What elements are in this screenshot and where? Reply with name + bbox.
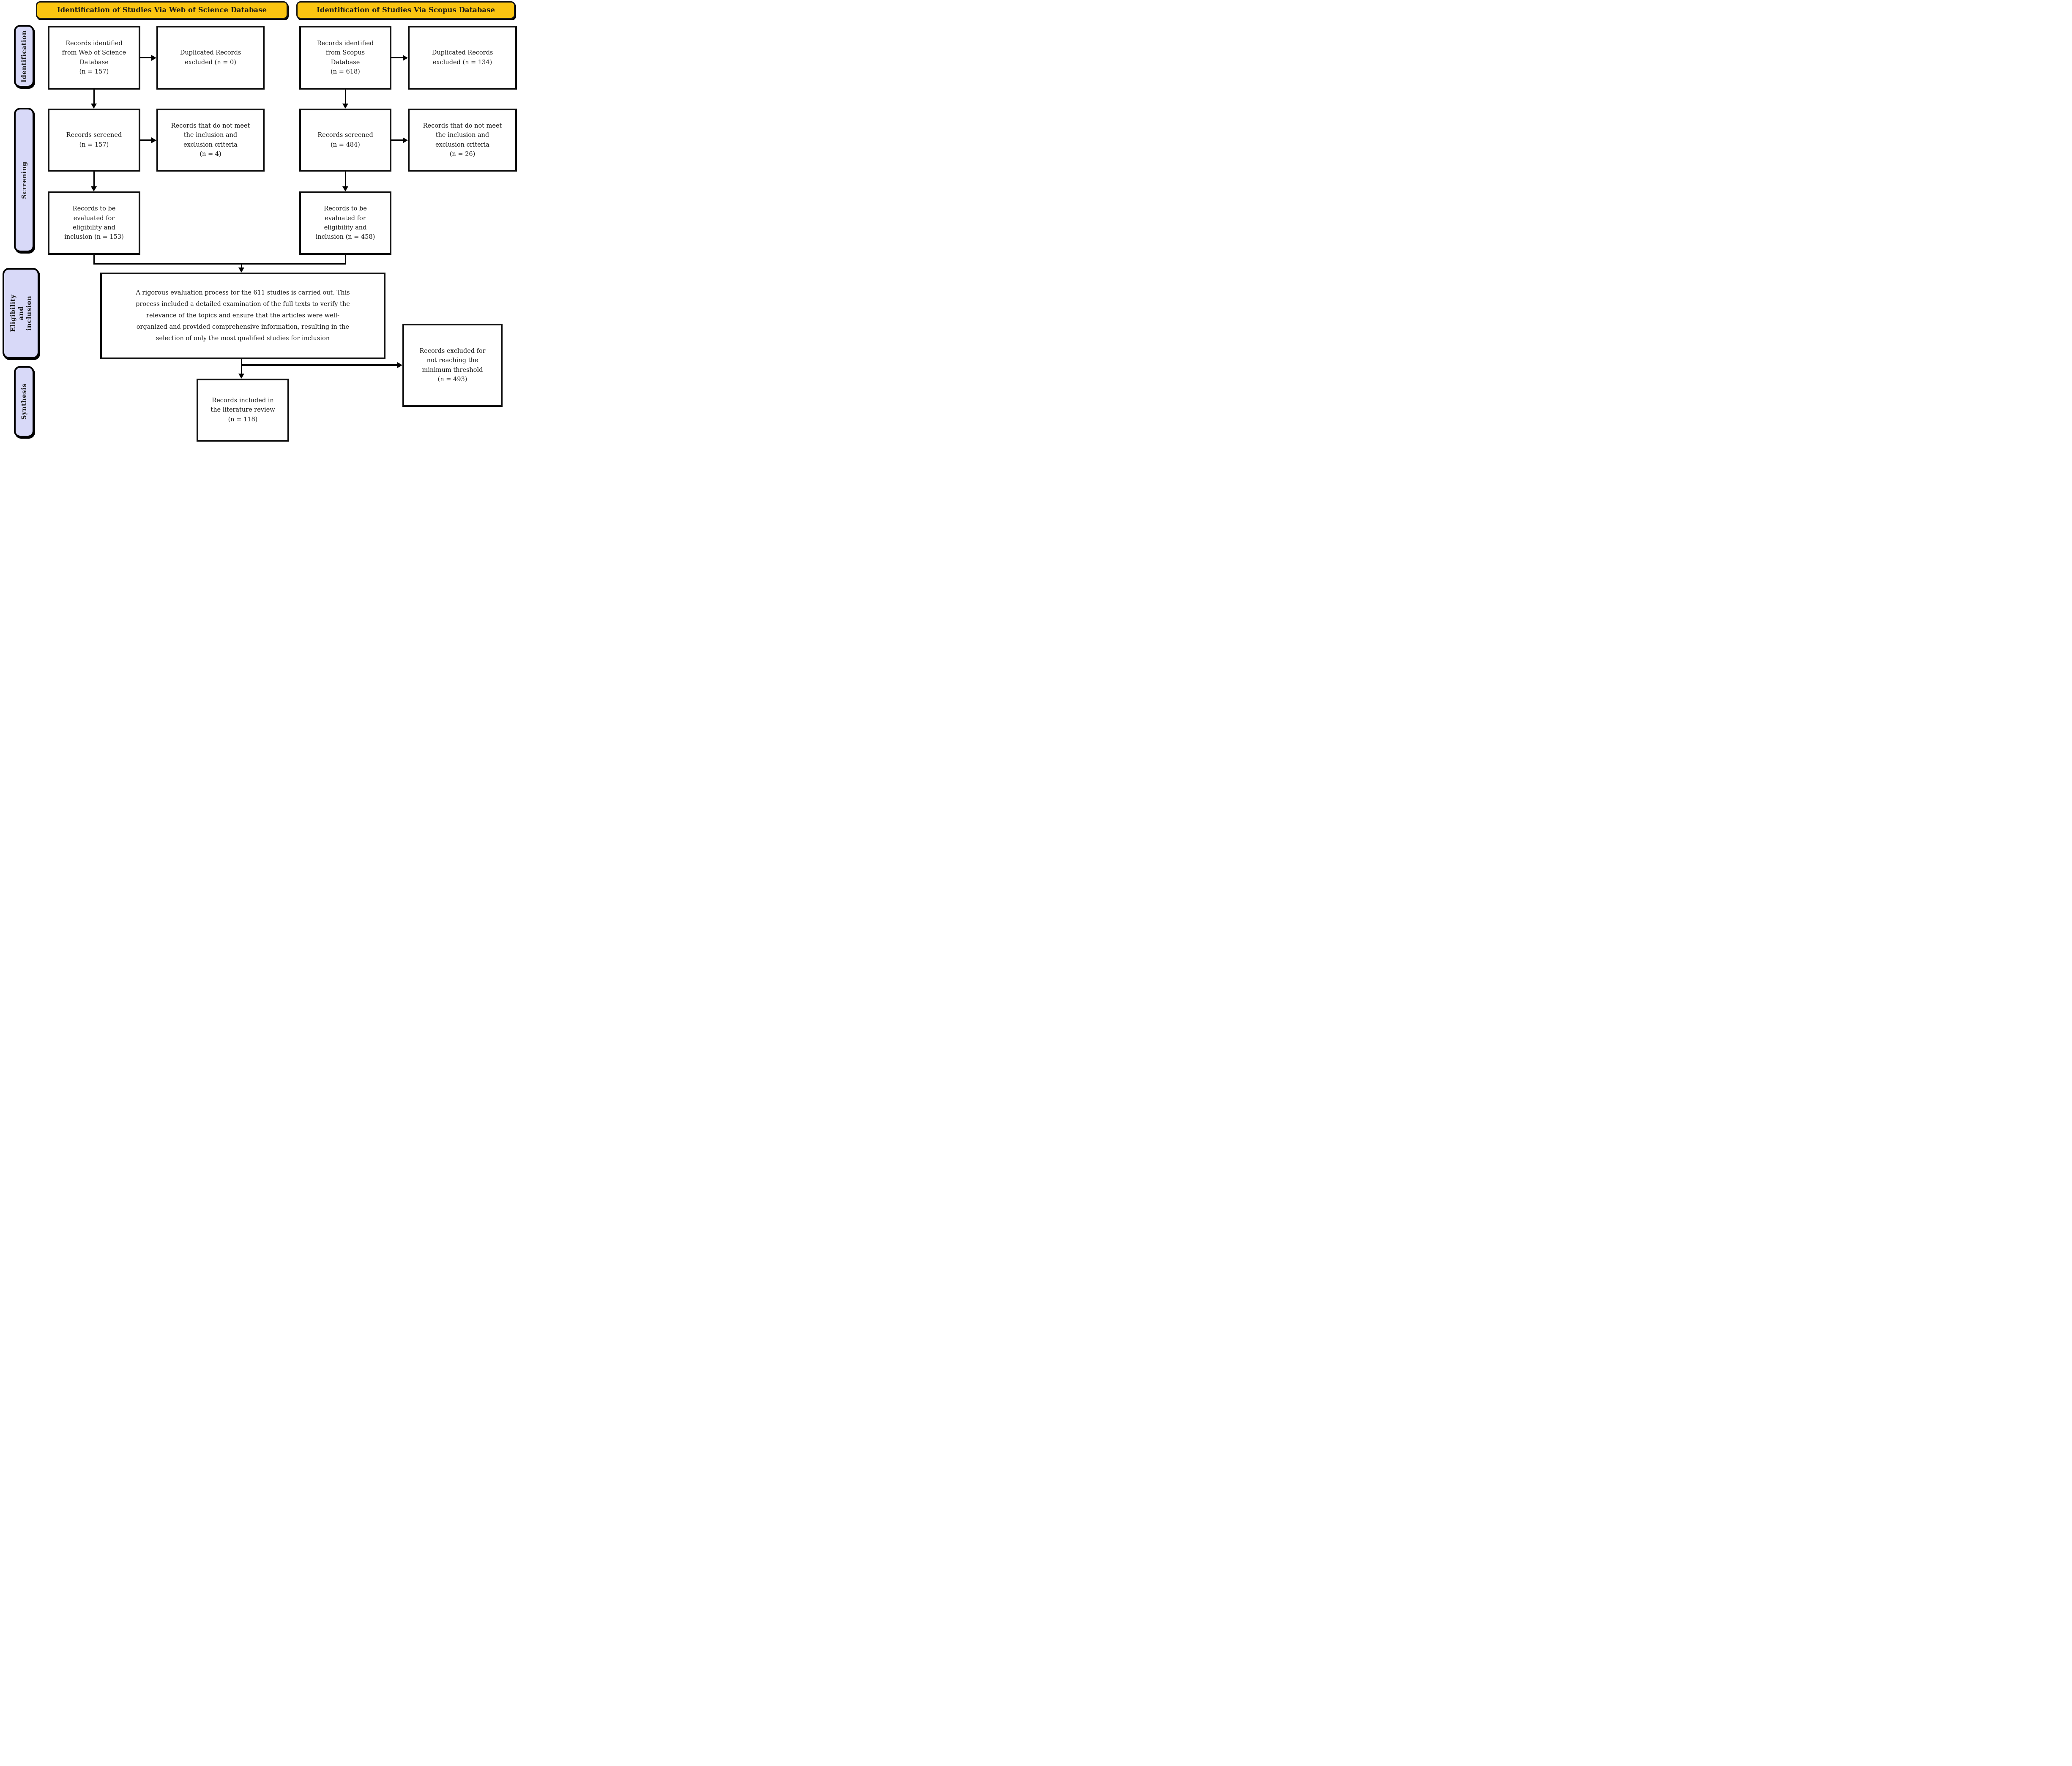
box-wos-criteria-excluded: Records that do not meet the inclusion a… — [156, 109, 265, 172]
arrow-wos-screened-to-criteria — [140, 139, 151, 141]
box-scopus-to-be-evaluated: Records to be evaluated for eligibility … — [299, 191, 391, 255]
arrow-wos-screened-to-evaluated — [93, 172, 95, 186]
arrow-merge-to-evaluation — [241, 263, 242, 267]
stage-label-synthesis: Synthesis — [14, 366, 34, 437]
box-wos-duplicates-excluded: Duplicated Records excluded (n = 0) — [156, 26, 265, 90]
header-scopus: Identification of Studies Via Scopus Dat… — [296, 1, 515, 19]
stage-label-identification-text: Identification — [20, 30, 28, 82]
prisma-flow-diagram: Identification of Studies Via Web of Sci… — [0, 0, 518, 442]
box-evaluation-process: A rigorous evaluation process for the 61… — [100, 273, 385, 359]
stage-label-eligibility-inclusion-text: Eligibility and inclusion — [9, 295, 33, 332]
connector-scopus-merge-vertical — [345, 255, 346, 265]
box-wos-records-identified-text: Records identified from Web of Science D… — [62, 40, 126, 75]
box-scopus-criteria-excluded: Records that do not meet the inclusion a… — [408, 109, 517, 172]
stage-label-screening-text: Scrrening — [20, 161, 28, 199]
box-scopus-duplicates-excluded-text: Duplicated Records excluded (n = 134) — [432, 49, 493, 66]
header-web-of-science-label: Identification of Studies Via Web of Sci… — [57, 5, 267, 14]
box-wos-to-be-evaluated: Records to be evaluated for eligibility … — [48, 191, 140, 255]
box-scopus-records-identified: Records identified from Scopus Database … — [299, 26, 391, 90]
box-excluded-threshold-text: Records excluded for not reaching the mi… — [419, 347, 486, 383]
arrow-scopus-screened-to-evaluated — [345, 172, 346, 186]
box-wos-duplicates-excluded-text: Duplicated Records excluded (n = 0) — [180, 49, 241, 66]
box-evaluation-process-text: A rigorous evaluation process for the 61… — [136, 289, 350, 342]
box-wos-criteria-excluded-text: Records that do not meet the inclusion a… — [171, 122, 250, 158]
box-scopus-records-screened: Records screened (n = 484) — [299, 109, 391, 172]
connector-merge-horizontal — [93, 263, 346, 265]
arrow-scopus-screened-to-criteria — [391, 139, 403, 141]
box-wos-to-be-evaluated-text: Records to be evaluated for eligibility … — [64, 205, 124, 241]
box-scopus-records-screened-text: Records screened (n = 484) — [317, 132, 373, 148]
header-scopus-label: Identification of Studies Via Scopus Dat… — [317, 5, 495, 14]
box-wos-records-screened-text: Records screened (n = 157) — [66, 132, 122, 148]
arrow-scopus-identified-to-screened — [345, 90, 346, 104]
box-included-literature-review: Records included in the literature revie… — [197, 379, 289, 442]
connector-wos-merge-vertical — [93, 255, 95, 265]
arrow-evaluation-to-excluded — [241, 364, 397, 366]
arrow-evaluation-to-included — [241, 359, 242, 374]
header-web-of-science: Identification of Studies Via Web of Sci… — [36, 1, 288, 19]
box-scopus-criteria-excluded-text: Records that do not meet the inclusion a… — [423, 122, 502, 158]
arrow-wos-identified-to-duplicates — [140, 57, 151, 58]
box-wos-records-screened: Records screened (n = 157) — [48, 109, 140, 172]
stage-label-identification: Identification — [14, 25, 34, 87]
stage-label-eligibility-inclusion: Eligibility and inclusion — [3, 268, 39, 359]
stage-label-synthesis-text: Synthesis — [20, 383, 28, 420]
arrow-wos-identified-to-screened — [93, 90, 95, 104]
box-included-literature-review-text: Records included in the literature revie… — [210, 397, 275, 423]
box-wos-records-identified: Records identified from Web of Science D… — [48, 26, 140, 90]
box-excluded-threshold: Records excluded for not reaching the mi… — [402, 324, 503, 407]
box-scopus-duplicates-excluded: Duplicated Records excluded (n = 134) — [408, 26, 517, 90]
box-scopus-to-be-evaluated-text: Records to be evaluated for eligibility … — [315, 205, 375, 241]
arrow-scopus-identified-to-duplicates — [391, 57, 403, 58]
stage-label-screening: Scrrening — [14, 108, 34, 252]
box-scopus-records-identified-text: Records identified from Scopus Database … — [317, 40, 374, 75]
